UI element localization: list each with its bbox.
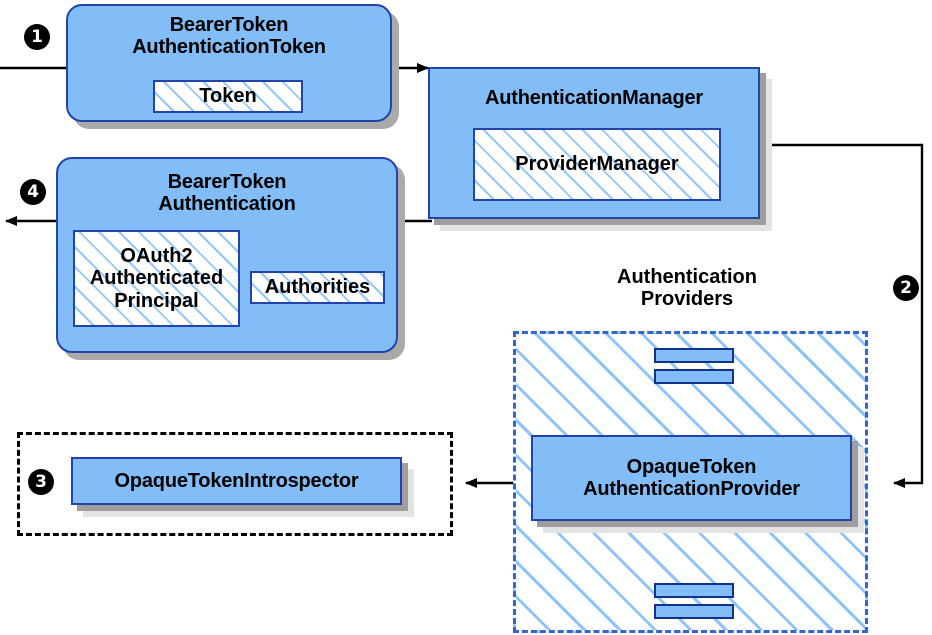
- bearer-token-authentication-label-line2: Authentication: [158, 193, 296, 216]
- bearer-token-authentication-label-line1: BearerToken: [167, 171, 287, 193]
- node-opaque-token-authentication-provider[interactable]: OpaqueToken AuthenticationProvider: [531, 435, 852, 521]
- bearer-token-authentication-token-label-line1: BearerToken: [169, 14, 289, 36]
- provider-stub-bar-top-1: [654, 348, 734, 363]
- step-badge-3-number: 3: [35, 471, 47, 492]
- step-badge-1: 1: [24, 24, 50, 50]
- provider-stub-bar-bottom-1: [654, 583, 734, 598]
- inner-token[interactable]: Token: [153, 80, 303, 113]
- opaque-token-introspector-label: OpaqueTokenIntrospector: [114, 469, 359, 492]
- provider-stub-bar-top-2: [654, 369, 734, 384]
- oauth2-authenticated-principal-line2: Authenticated: [89, 267, 224, 290]
- step-badge-3: 3: [28, 469, 54, 495]
- inner-provider-manager[interactable]: ProviderManager: [473, 128, 721, 201]
- bearer-token-authentication-token-label-line2: AuthenticationToken: [132, 36, 326, 59]
- node-authentication-manager[interactable]: AuthenticationManager ProviderManager: [428, 67, 760, 219]
- oauth2-authenticated-principal-line1: OAuth2: [120, 244, 193, 267]
- step-badge-2-number: 2: [900, 277, 912, 298]
- opaque-token-introspector-container: [17, 432, 453, 536]
- token-label: Token: [199, 85, 257, 108]
- opaque-token-authentication-provider-label-line2: AuthenticationProvider: [583, 478, 800, 500]
- line-manager-to-provider: [761, 143, 924, 488]
- step-badge-1-number: 1: [31, 26, 43, 47]
- node-bearer-token-authentication[interactable]: BearerToken Authentication OAuth2 Authen…: [56, 157, 398, 353]
- step-badge-2: 2: [893, 275, 919, 301]
- oauth2-authenticated-principal-line3: Principal: [114, 289, 199, 312]
- authentication-providers-label-line2: Providers: [640, 288, 734, 311]
- step-badge-4-number: 4: [27, 181, 39, 202]
- authentication-providers-label-line1: Authentication: [617, 266, 757, 288]
- step-badge-4: 4: [20, 179, 46, 205]
- authentication-providers-label: Authentication Providers: [513, 266, 861, 311]
- node-bearer-token-authentication-token[interactable]: BearerToken AuthenticationToken Token: [66, 4, 392, 122]
- opaque-token-authentication-provider-label-line1: OpaqueToken: [626, 455, 757, 478]
- authentication-manager-label: AuthenticationManager: [484, 87, 704, 109]
- provider-stub-bar-bottom-2: [654, 604, 734, 619]
- inner-oauth2-authenticated-principal[interactable]: OAuth2 Authenticated Principal: [73, 230, 240, 327]
- provider-manager-label: ProviderManager: [515, 153, 679, 176]
- node-opaque-token-introspector[interactable]: OpaqueTokenIntrospector: [71, 457, 402, 505]
- inner-authorities[interactable]: Authorities: [250, 271, 385, 304]
- authorities-label: Authorities: [264, 276, 371, 299]
